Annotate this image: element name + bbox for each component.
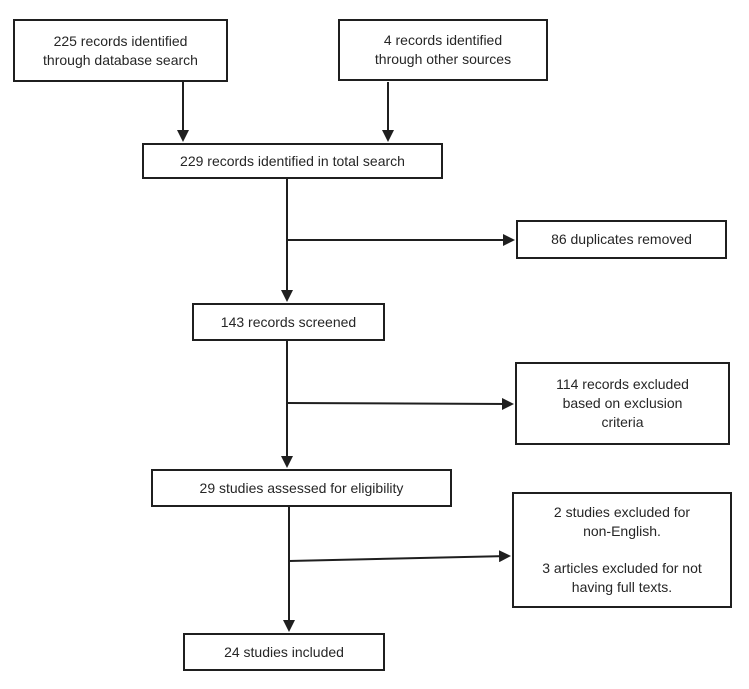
arrow-branch-excluded [286,397,514,410]
box-fulltext-excluded: 2 studies excluded for non-English. 3 ar… [512,492,732,608]
box-line [520,541,724,560]
box-line: 143 records screened [220,313,357,330]
box-records-database: 225 records identified through database … [13,19,228,82]
box-line: 114 records excluded [556,376,689,393]
box-line: 86 duplicates removed [551,231,692,248]
box-line: through database search [43,51,198,68]
box-line: 225 records identified [53,32,188,49]
box-line: 24 studies included [224,643,344,660]
box-line: through other sources [374,51,512,67]
box-line: having full texts. [571,579,673,596]
box-assessed-eligibility: 29 studies assessed for eligibility [151,469,452,507]
box-line: based on exclusion [562,395,683,412]
box-line: criteria [601,413,644,430]
arrow-branch-fulltext [288,550,511,563]
box-line: non-English. [583,522,661,539]
box-line: 4 records identified [383,32,503,49]
box-line: 3 articles excluded for not [542,560,702,577]
box-line: 229 records identified in total search [180,152,405,169]
box-total-search: 229 records identified in total search [142,143,443,179]
box-studies-included: 24 studies included [183,633,385,671]
box-duplicates-removed: 86 duplicates removed [516,220,727,259]
box-line: 29 studies assessed for eligibility [199,479,404,496]
box-records-other: 4 records identified through other sourc… [338,19,548,81]
box-records-screened: 143 records screened [192,303,385,341]
box-line: 2 studies excluded for [553,503,691,520]
box-records-excluded: 114 records excluded based on exclusion … [515,362,730,445]
